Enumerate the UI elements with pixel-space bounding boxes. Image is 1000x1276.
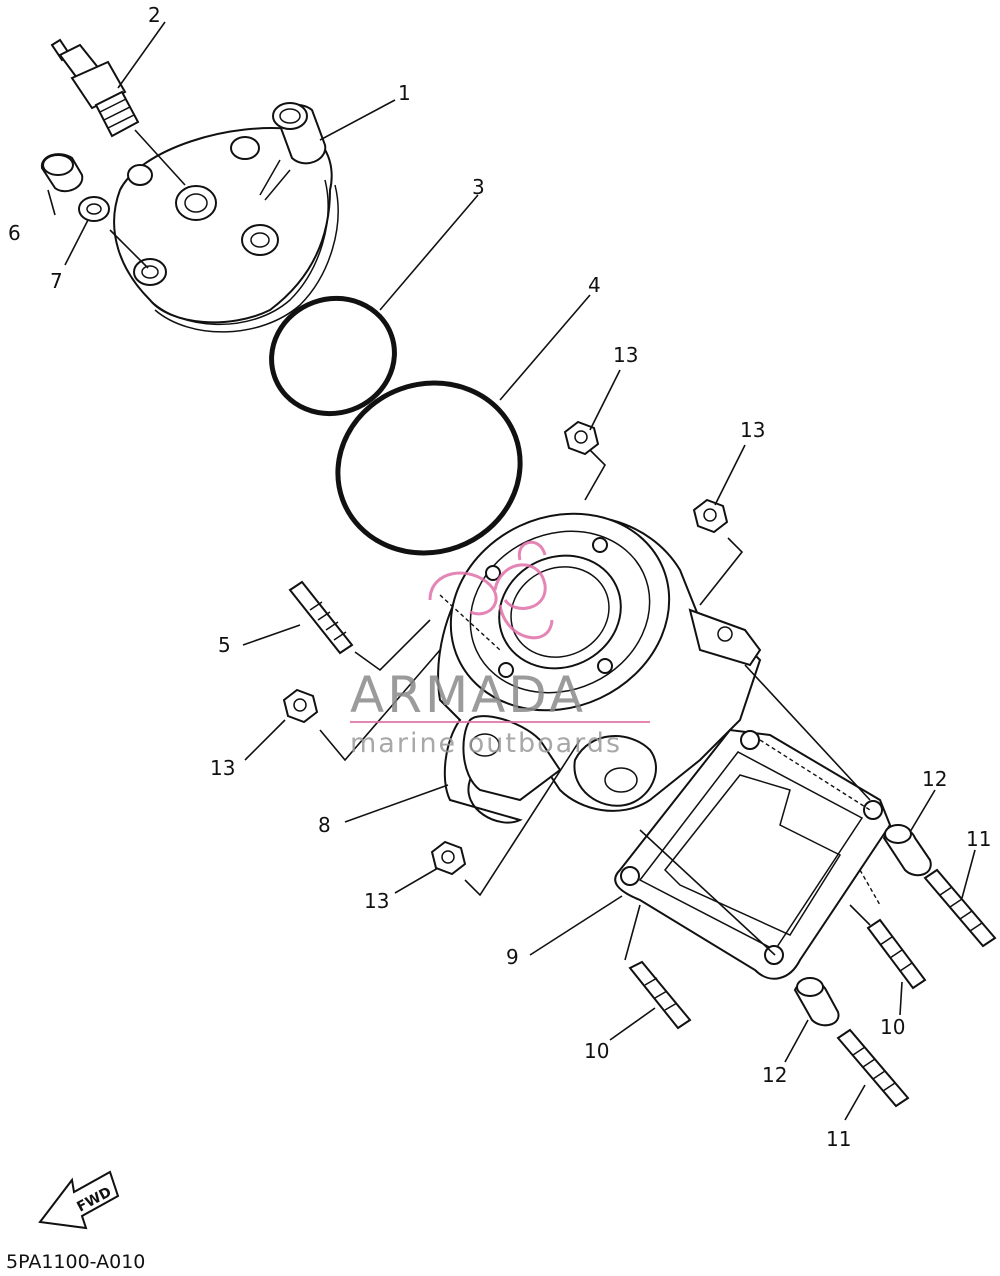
- callout-6[interactable]: 6: [8, 221, 21, 245]
- callout-5[interactable]: 5: [218, 633, 231, 657]
- callout-10-left[interactable]: 10: [584, 1039, 609, 1063]
- watermark-subtitle: marine outboards: [350, 728, 622, 759]
- callout-8[interactable]: 8: [318, 813, 331, 837]
- o-ring-small[interactable]: [255, 281, 411, 431]
- callout-labels: 1 2 3 4 5 6 7 8 9 10 10 11 11 12 12 13 1…: [8, 3, 991, 1151]
- cylinder-nut-4[interactable]: [430, 840, 467, 876]
- long-stud-2[interactable]: [836, 1028, 910, 1108]
- dowel-pin-1[interactable]: [882, 824, 932, 877]
- callout-12-bottom[interactable]: 12: [762, 1063, 787, 1087]
- callout-10-right[interactable]: 10: [880, 1015, 905, 1039]
- forward-direction-arrow: FWD: [38, 1170, 120, 1230]
- cylinder-base-gasket[interactable]: [614, 728, 892, 980]
- diagram-code: 5PA1100-A010: [6, 1251, 145, 1273]
- cylinder-nut-3[interactable]: [282, 688, 319, 724]
- callout-11-bottom[interactable]: 11: [826, 1127, 851, 1151]
- base-stud-2[interactable]: [866, 918, 927, 990]
- watermark: ARMADA marine outboards: [350, 540, 650, 759]
- dowel-pin-2[interactable]: [793, 977, 840, 1027]
- callout-7[interactable]: 7: [50, 269, 63, 293]
- callout-12-right[interactable]: 12: [922, 767, 947, 791]
- callout-4[interactable]: 4: [588, 273, 601, 297]
- cylinder-nut-2[interactable]: [692, 498, 729, 534]
- cylinder-body[interactable]: [418, 479, 762, 824]
- callout-13-lower[interactable]: 13: [364, 889, 389, 913]
- callout-9[interactable]: 9: [506, 945, 519, 969]
- long-stud-1[interactable]: [923, 868, 997, 948]
- cylinder-head[interactable]: [113, 102, 339, 333]
- callout-13-top[interactable]: 13: [613, 343, 638, 367]
- watermark-title: ARMADA: [350, 666, 586, 724]
- callout-13-upper-right[interactable]: 13: [740, 418, 765, 442]
- callout-1[interactable]: 1: [398, 81, 411, 105]
- watermark-logo: [428, 540, 554, 640]
- callout-11-right[interactable]: 11: [966, 827, 991, 851]
- plug-washer[interactable]: [78, 196, 110, 222]
- cylinder-stud[interactable]: [288, 580, 354, 655]
- leader-lines: [47, 21, 976, 1121]
- base-stud-1[interactable]: [628, 960, 692, 1030]
- o-ring-large[interactable]: [314, 358, 544, 579]
- spark-plug[interactable]: [50, 38, 140, 138]
- head-plug[interactable]: [40, 153, 84, 193]
- callout-3[interactable]: 3: [472, 175, 485, 199]
- callout-2[interactable]: 2: [148, 3, 161, 27]
- cylinder-nut-1[interactable]: [563, 420, 600, 456]
- callout-13-left[interactable]: 13: [210, 756, 235, 780]
